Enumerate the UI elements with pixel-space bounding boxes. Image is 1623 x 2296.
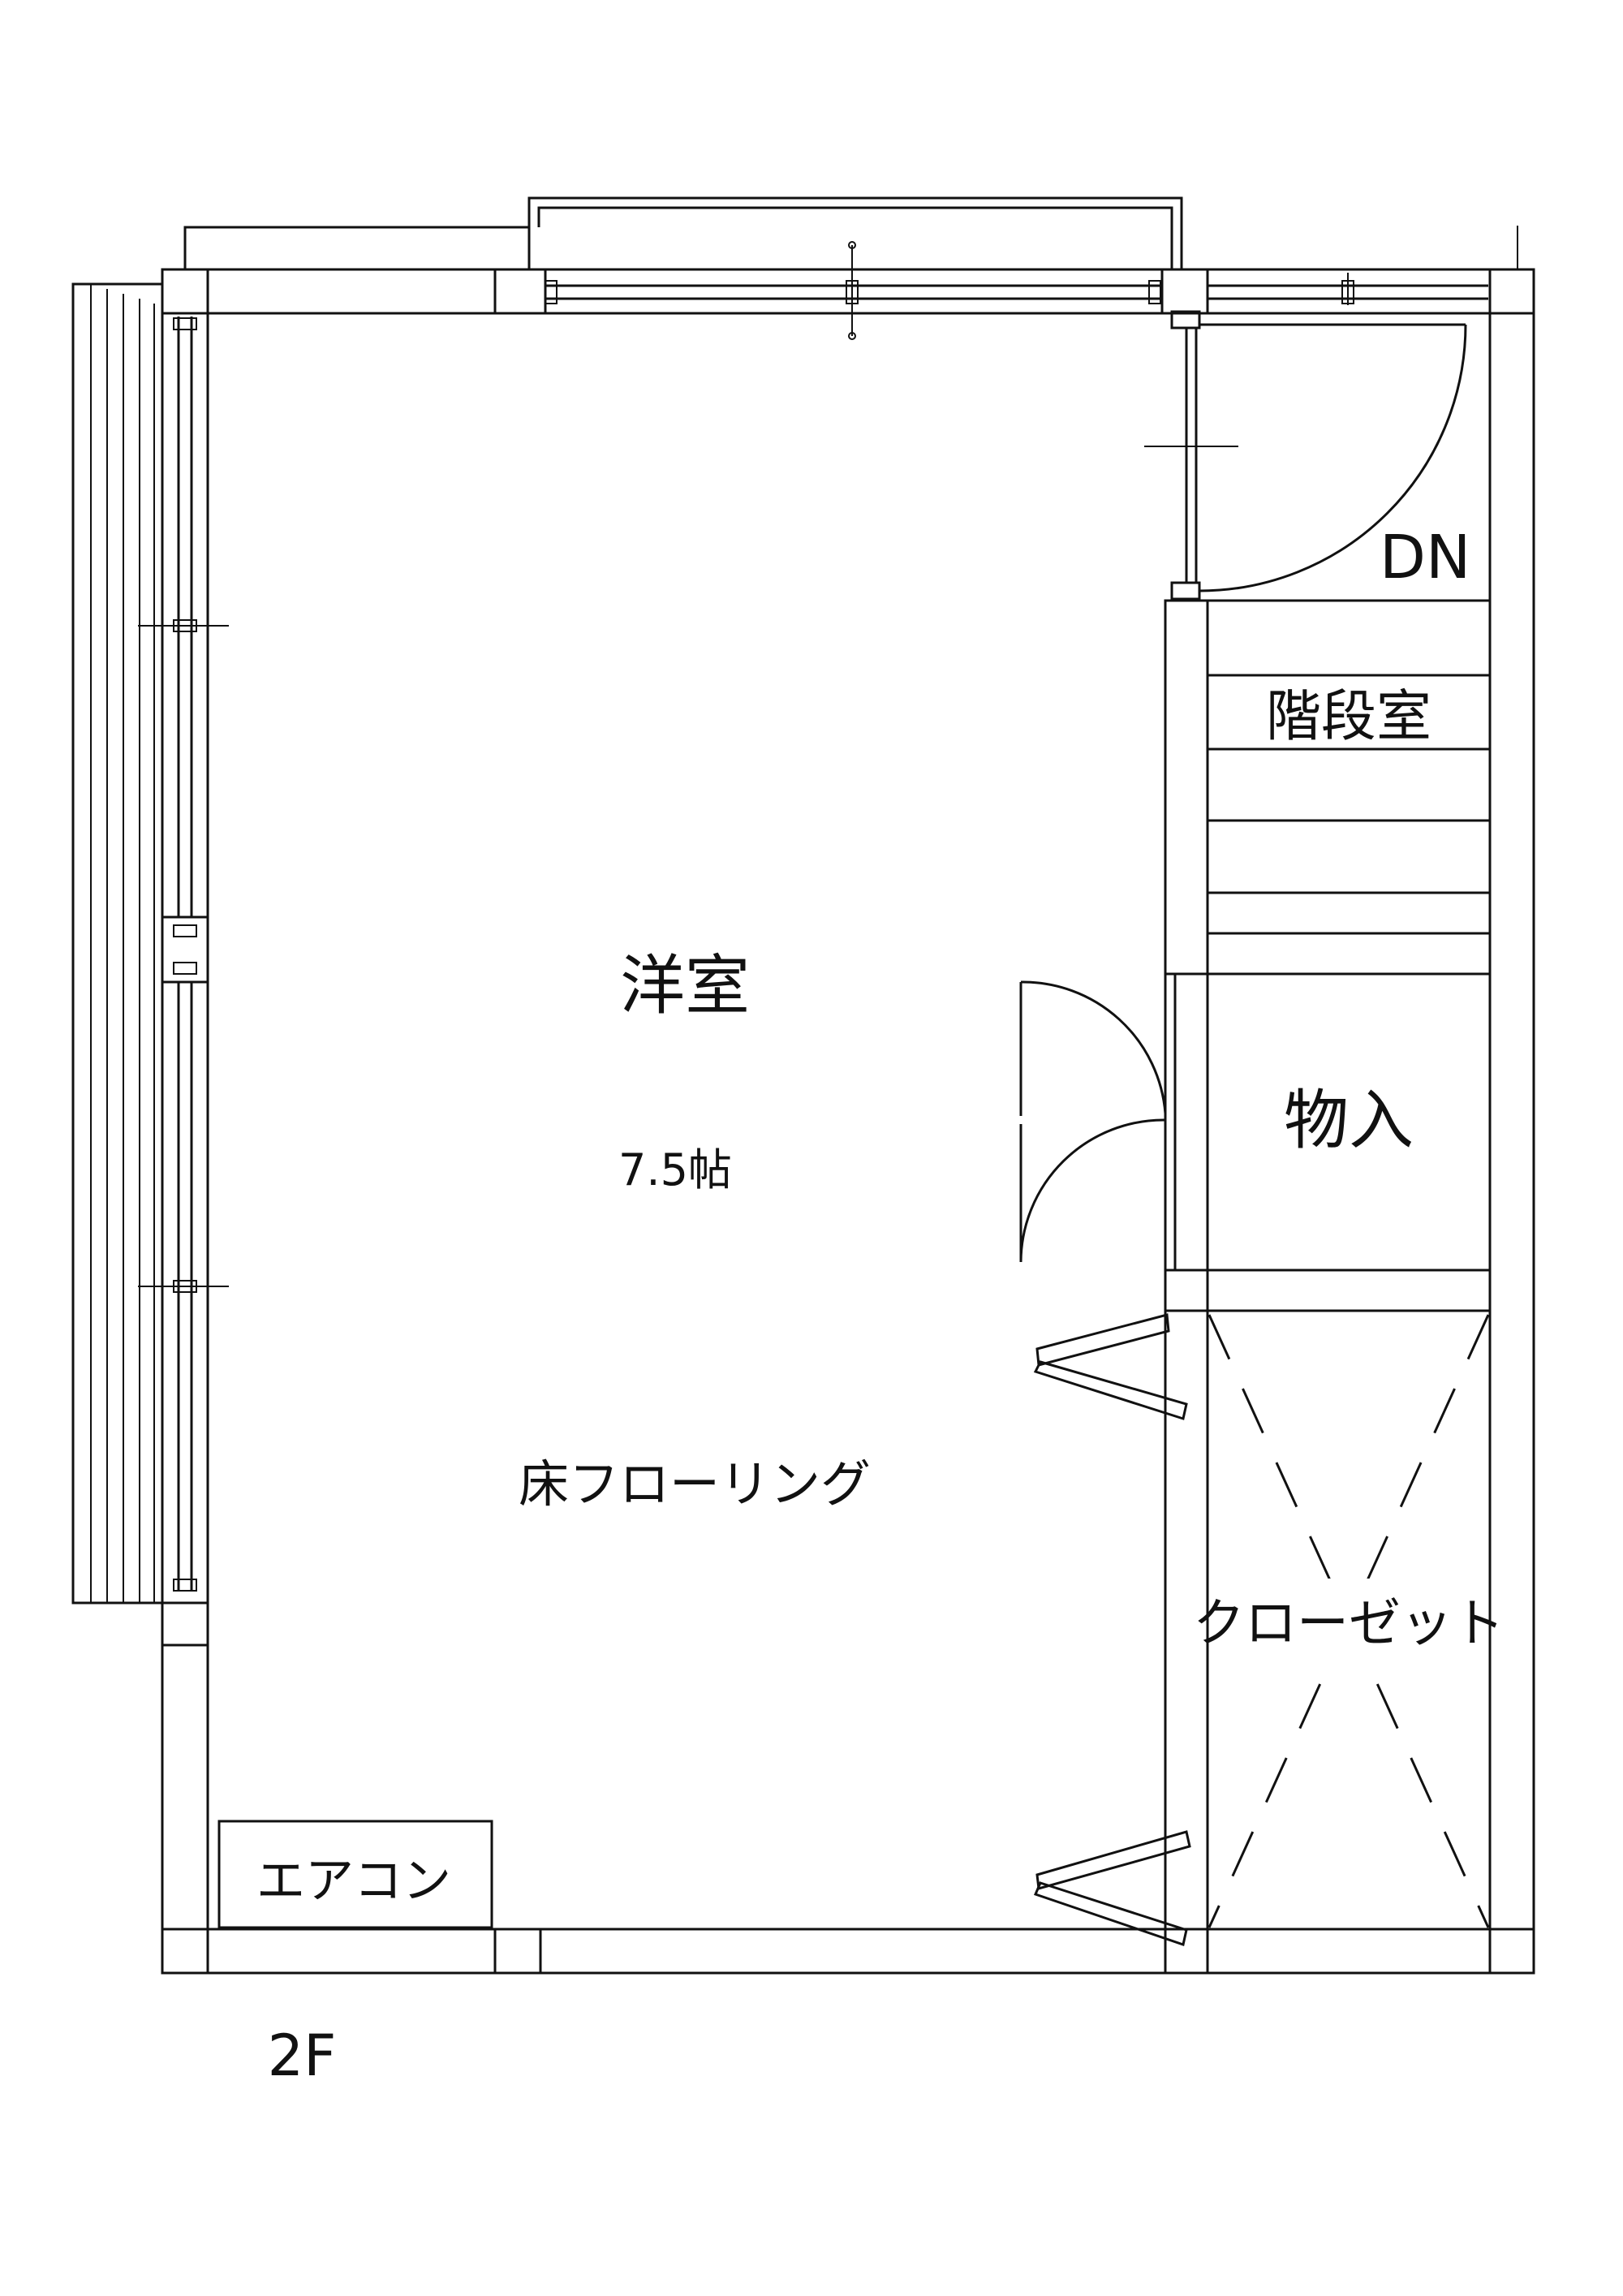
closet-label: クローゼット <box>1193 1594 1505 1654</box>
top-wall-blocks <box>161 268 1535 315</box>
storage-doors <box>1019 980 1167 1263</box>
interior-walls <box>1164 599 1492 1929</box>
bottom-wall-blocks <box>161 1928 1535 1975</box>
western-room-label: 洋室 <box>620 948 750 1023</box>
air-conditioner <box>217 1820 493 1929</box>
closet-cross <box>1208 1314 1490 1928</box>
top-balcony <box>183 196 1518 269</box>
stairwell-door <box>1144 310 1467 601</box>
air-conditioner-label: エアコン <box>256 1853 451 1910</box>
top-window <box>545 241 1488 340</box>
storage-label: 物入 <box>1284 1083 1414 1158</box>
stairwell-label: 階段室 <box>1266 685 1431 749</box>
floor-level-label: 2F <box>268 2022 337 2089</box>
stairwell-direction-label: DN <box>1380 523 1470 592</box>
room-size-label: 7.5帖 <box>618 1144 732 1195</box>
left-windows <box>138 317 229 1647</box>
left-balcony <box>71 282 164 1605</box>
stair-treads <box>1208 599 1490 894</box>
closet-folding-doors <box>1033 1313 1191 1946</box>
flooring-label: 床フローリング <box>519 1454 871 1514</box>
window-openings <box>164 271 1488 1583</box>
